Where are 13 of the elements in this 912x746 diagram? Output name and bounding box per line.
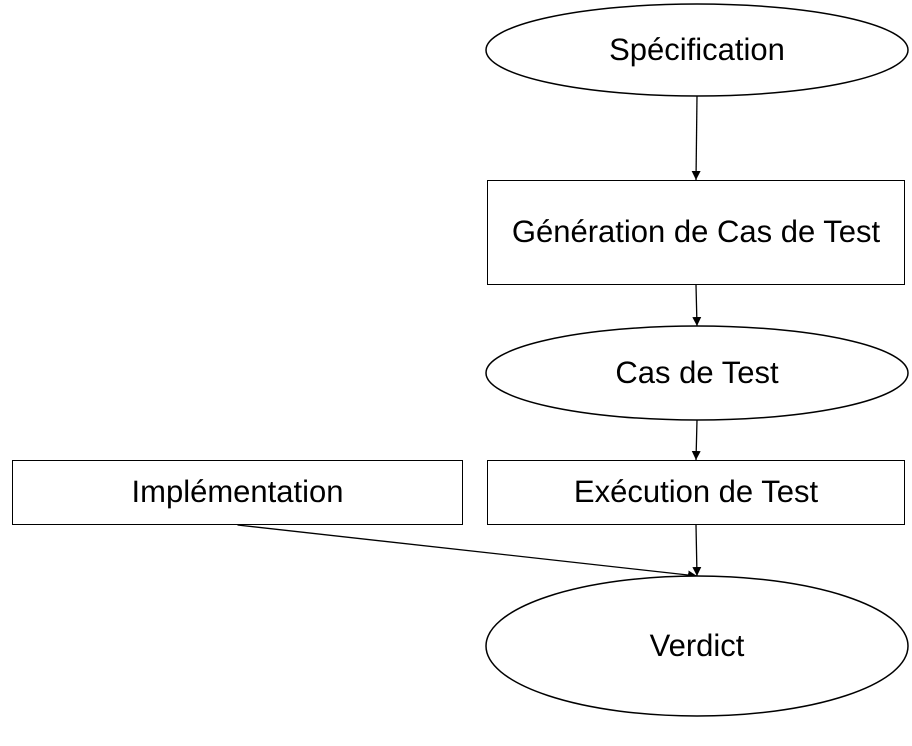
node-label: Exécution de Test [574, 473, 818, 512]
arrow [692, 96, 701, 180]
process-box [487, 180, 905, 285]
arrow [692, 284, 702, 326]
node-label: Génération de Cas de Test [512, 213, 880, 252]
arrow [692, 420, 701, 460]
node-label: Verdict [650, 626, 744, 665]
process-box [487, 460, 905, 525]
node-label: Implémentation [132, 473, 344, 512]
process-box [12, 460, 463, 525]
arrow [692, 524, 702, 576]
node-label: Cas de Test [615, 354, 779, 392]
node-label: Spécification [609, 30, 785, 69]
